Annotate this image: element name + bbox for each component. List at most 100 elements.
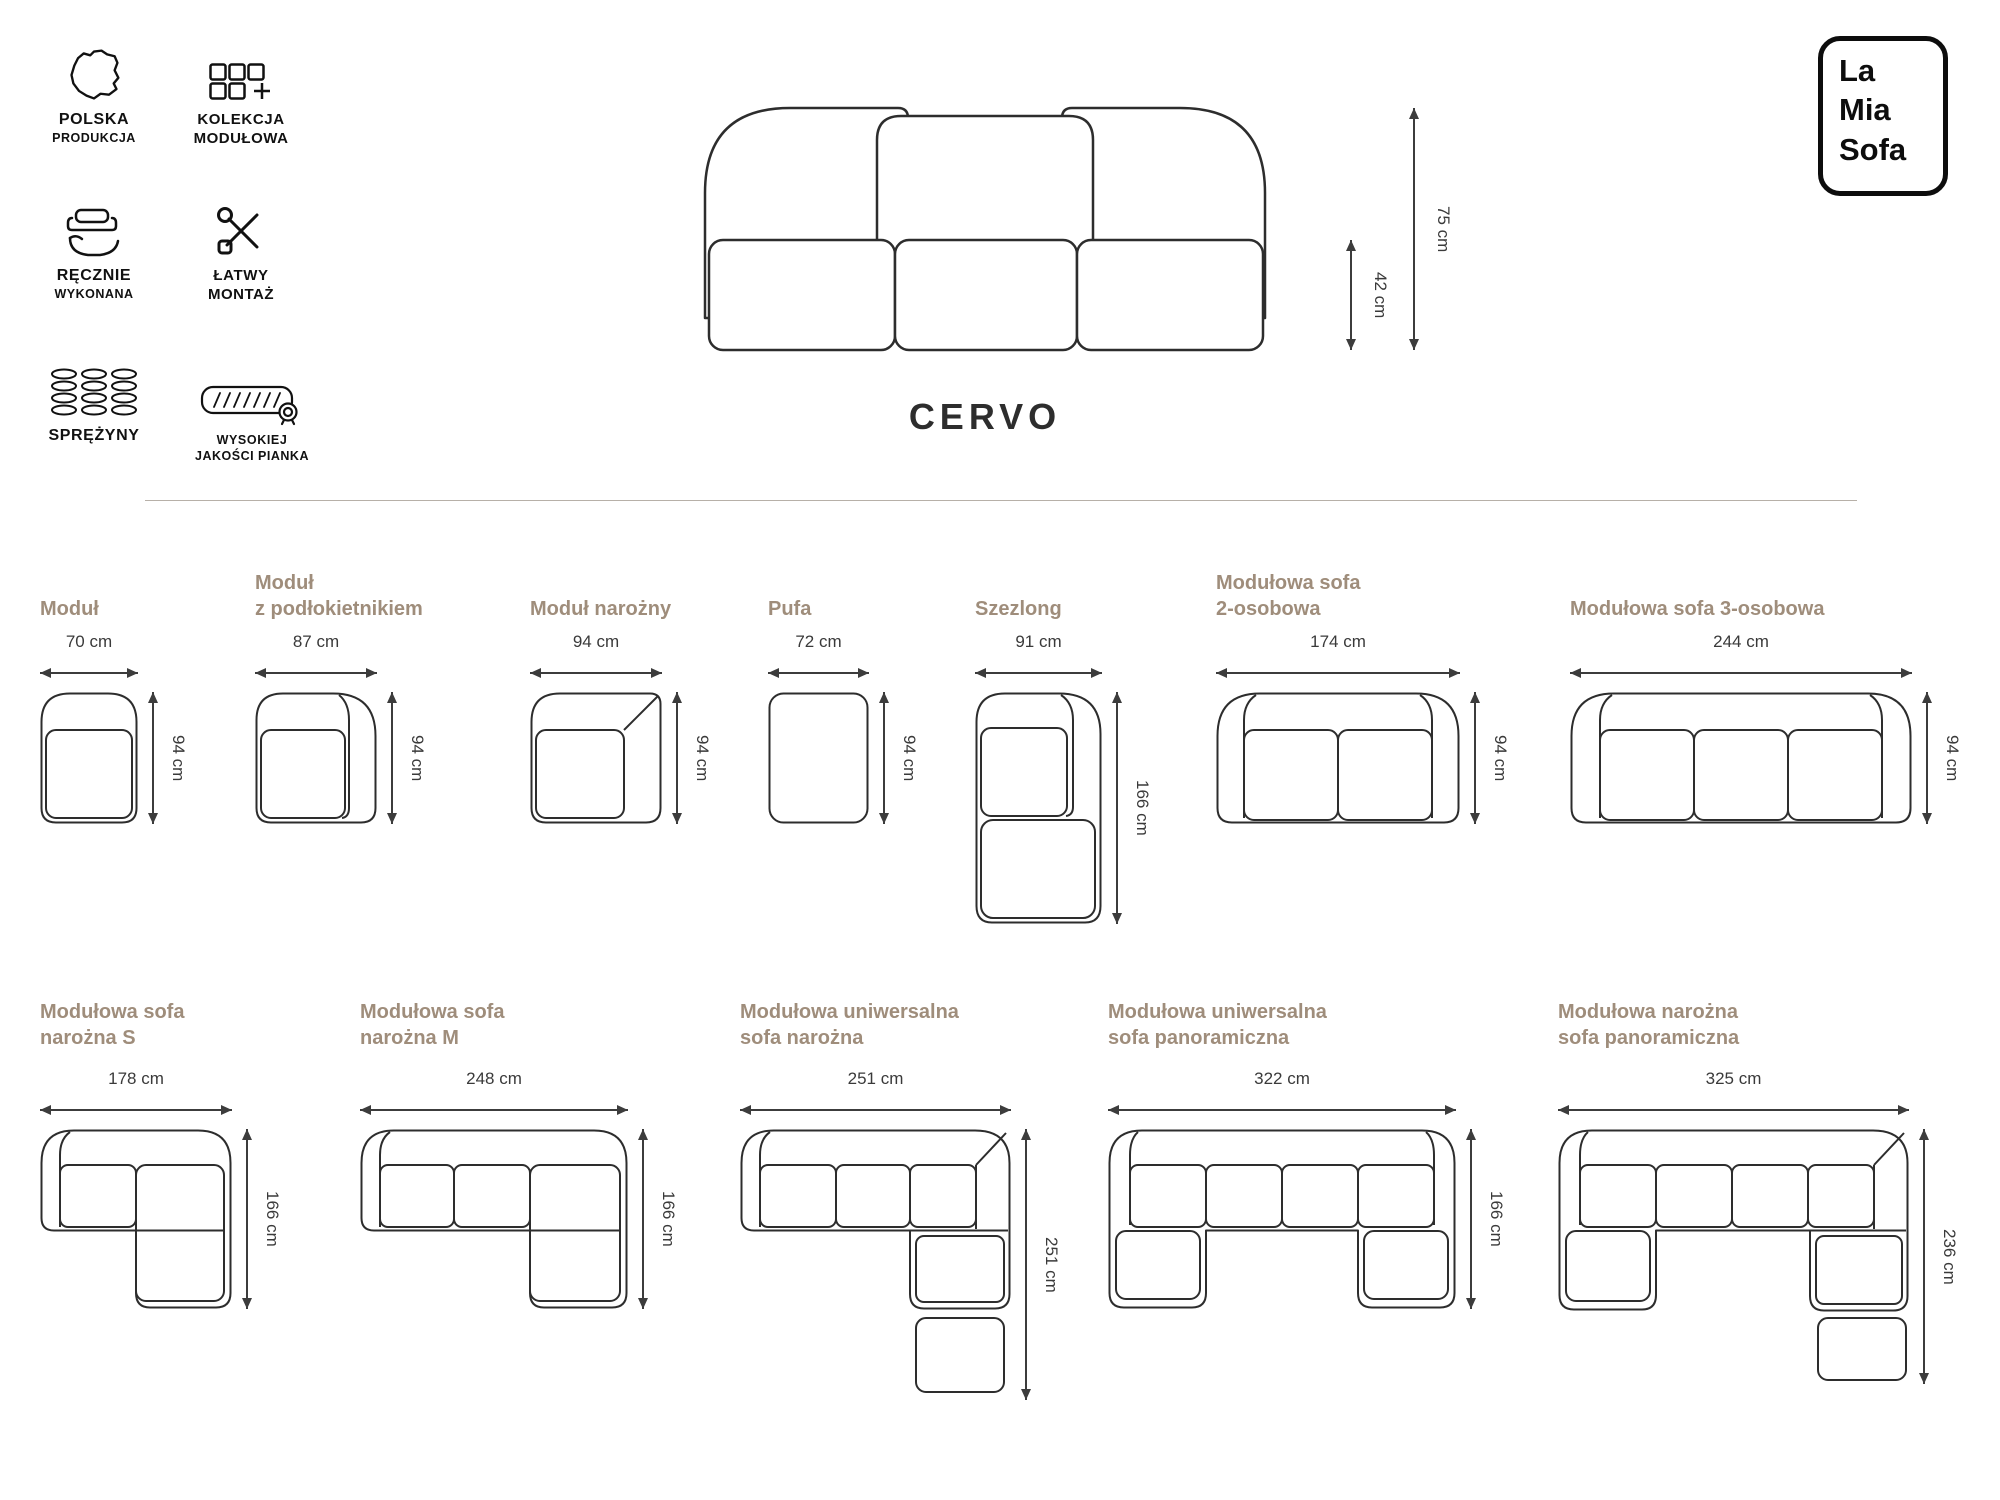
module-width-arrow	[1108, 1105, 1456, 1115]
module-height-label: 166 cm	[263, 1191, 282, 1247]
module-width-label: 251 cm	[847, 1069, 904, 1088]
module-height-arrow	[1021, 1129, 1031, 1400]
total-height-label: 75 cm	[1434, 205, 1453, 253]
module-top-view-drawing	[530, 692, 662, 824]
logo-line: Mia	[1839, 92, 1891, 128]
module-top-view-drawing	[360, 1129, 628, 1309]
badge-sublabel: MODUŁOWA	[193, 130, 289, 147]
badge-modular-collection: KOLEKCJA MODUŁOWA	[168, 40, 314, 147]
module-height-label: 251 cm	[1042, 1236, 1061, 1293]
module-height-arrow	[1112, 692, 1122, 924]
module-top-view-drawing	[1570, 692, 1912, 824]
module-name: Modułowa sofa 3-osobowa	[1570, 598, 1825, 620]
module-top-view-drawing	[740, 1129, 1011, 1393]
poland-map-icon	[28, 40, 160, 104]
module-width-arrow	[1216, 668, 1460, 678]
module-width-arrow	[530, 668, 662, 678]
module-height-label: 94 cm	[408, 734, 427, 782]
module-top-view-drawing	[768, 692, 869, 824]
module-height-label: 166 cm	[659, 1191, 678, 1247]
badge-easy-assembly: ŁATWY MONTAŻ	[168, 196, 314, 303]
easy-assembly-icon	[168, 196, 314, 260]
module-height-arrow	[148, 692, 158, 824]
module-name: Szezlong	[975, 598, 1062, 620]
module-width-label: 322 cm	[1254, 1069, 1310, 1088]
module-height-label: 94 cm	[1943, 734, 1962, 782]
module-name: Pufa	[768, 598, 812, 620]
logo-line: La	[1839, 53, 1876, 88]
module-width-label: 174 cm	[1310, 632, 1366, 651]
module-width-label: 248 cm	[466, 1069, 522, 1088]
module-width-arrow	[360, 1105, 628, 1115]
module-width-label: 244 cm	[1713, 632, 1769, 651]
badge-sublabel: PRODUKCJA	[52, 131, 136, 145]
module-height-arrow	[1470, 692, 1480, 824]
module-width-label: 72 cm	[795, 632, 842, 651]
seat-height-arrow	[1346, 240, 1356, 350]
module-top-view-drawing	[1558, 1129, 1909, 1381]
module-top-view-drawing	[1216, 692, 1460, 824]
collection-title: CERVO	[908, 396, 1062, 437]
foam-icon	[162, 362, 342, 426]
module-width-arrow	[40, 668, 138, 678]
badge-label: SPRĘŻYNY	[48, 427, 140, 444]
badge-label: WYSOKIEJ	[216, 433, 288, 447]
module-top-view-drawing	[1108, 1129, 1456, 1309]
module-width-arrow	[1558, 1105, 1909, 1115]
la-mia-sofa-logo: La Mia Sofa	[1818, 36, 1948, 196]
badge-label: KOLEKCJA	[197, 111, 285, 128]
module-top-view-drawing	[255, 692, 377, 824]
module-width-arrow	[40, 1105, 232, 1115]
module-width-label: 87 cm	[292, 632, 340, 651]
modular-collection-icon	[168, 40, 314, 104]
module-width-label: 178 cm	[108, 1069, 164, 1088]
badge-sublabel: MONTAŻ	[207, 286, 275, 303]
handmade-icon	[28, 196, 160, 260]
badge-foam: WYSOKIEJ JAKOŚCI PIANKA	[162, 362, 342, 463]
module-height-label: 166 cm	[1487, 1191, 1506, 1247]
total-height-arrow	[1409, 108, 1419, 350]
module-width-label: 94 cm	[572, 632, 620, 651]
module-width-arrow	[1570, 668, 1912, 678]
module-height-label: 94 cm	[169, 734, 188, 782]
logo-line: Sofa	[1839, 131, 1907, 167]
springs-icon	[28, 356, 160, 420]
module-top-view-drawing	[975, 692, 1102, 924]
module-width-arrow	[740, 1105, 1011, 1115]
badge-label: POLSKA	[58, 111, 130, 128]
badge-poland-production: POLSKA PRODUKCJA	[28, 40, 160, 145]
sofa-front-view-drawing	[703, 106, 1267, 352]
module-name: Moduł narożny	[530, 598, 672, 620]
badge-label: RĘCZNIE	[56, 267, 132, 284]
module-height-label: 166 cm	[1133, 780, 1152, 836]
module-height-label: 94 cm	[1491, 734, 1510, 782]
seat-height-label: 42 cm	[1371, 271, 1390, 319]
module-width-label: 91 cm	[1015, 632, 1062, 651]
module-height-arrow	[879, 692, 889, 824]
module-height-arrow	[1466, 1129, 1476, 1309]
module-top-view-drawing	[40, 692, 138, 824]
badge-sublabel: JAKOŚCI PIANKA	[195, 449, 309, 463]
module-height-label: 236 cm	[1940, 1228, 1959, 1285]
module-width-arrow	[768, 668, 869, 678]
badge-springs: SPRĘŻYNY	[28, 356, 160, 447]
module-width-arrow	[975, 668, 1102, 678]
module-height-label: 94 cm	[693, 734, 712, 782]
badge-label: ŁATWY	[213, 267, 269, 284]
module-width-label: 70 cm	[65, 632, 113, 651]
module-height-label: 94 cm	[900, 734, 919, 782]
module-width-label: 325 cm	[1705, 1069, 1762, 1088]
badge-sublabel: WYKONANA	[54, 287, 134, 301]
module-height-arrow	[672, 692, 682, 824]
module-width-arrow	[255, 668, 377, 678]
module-name: Moduł	[40, 598, 99, 620]
module-height-arrow	[1919, 1129, 1929, 1384]
